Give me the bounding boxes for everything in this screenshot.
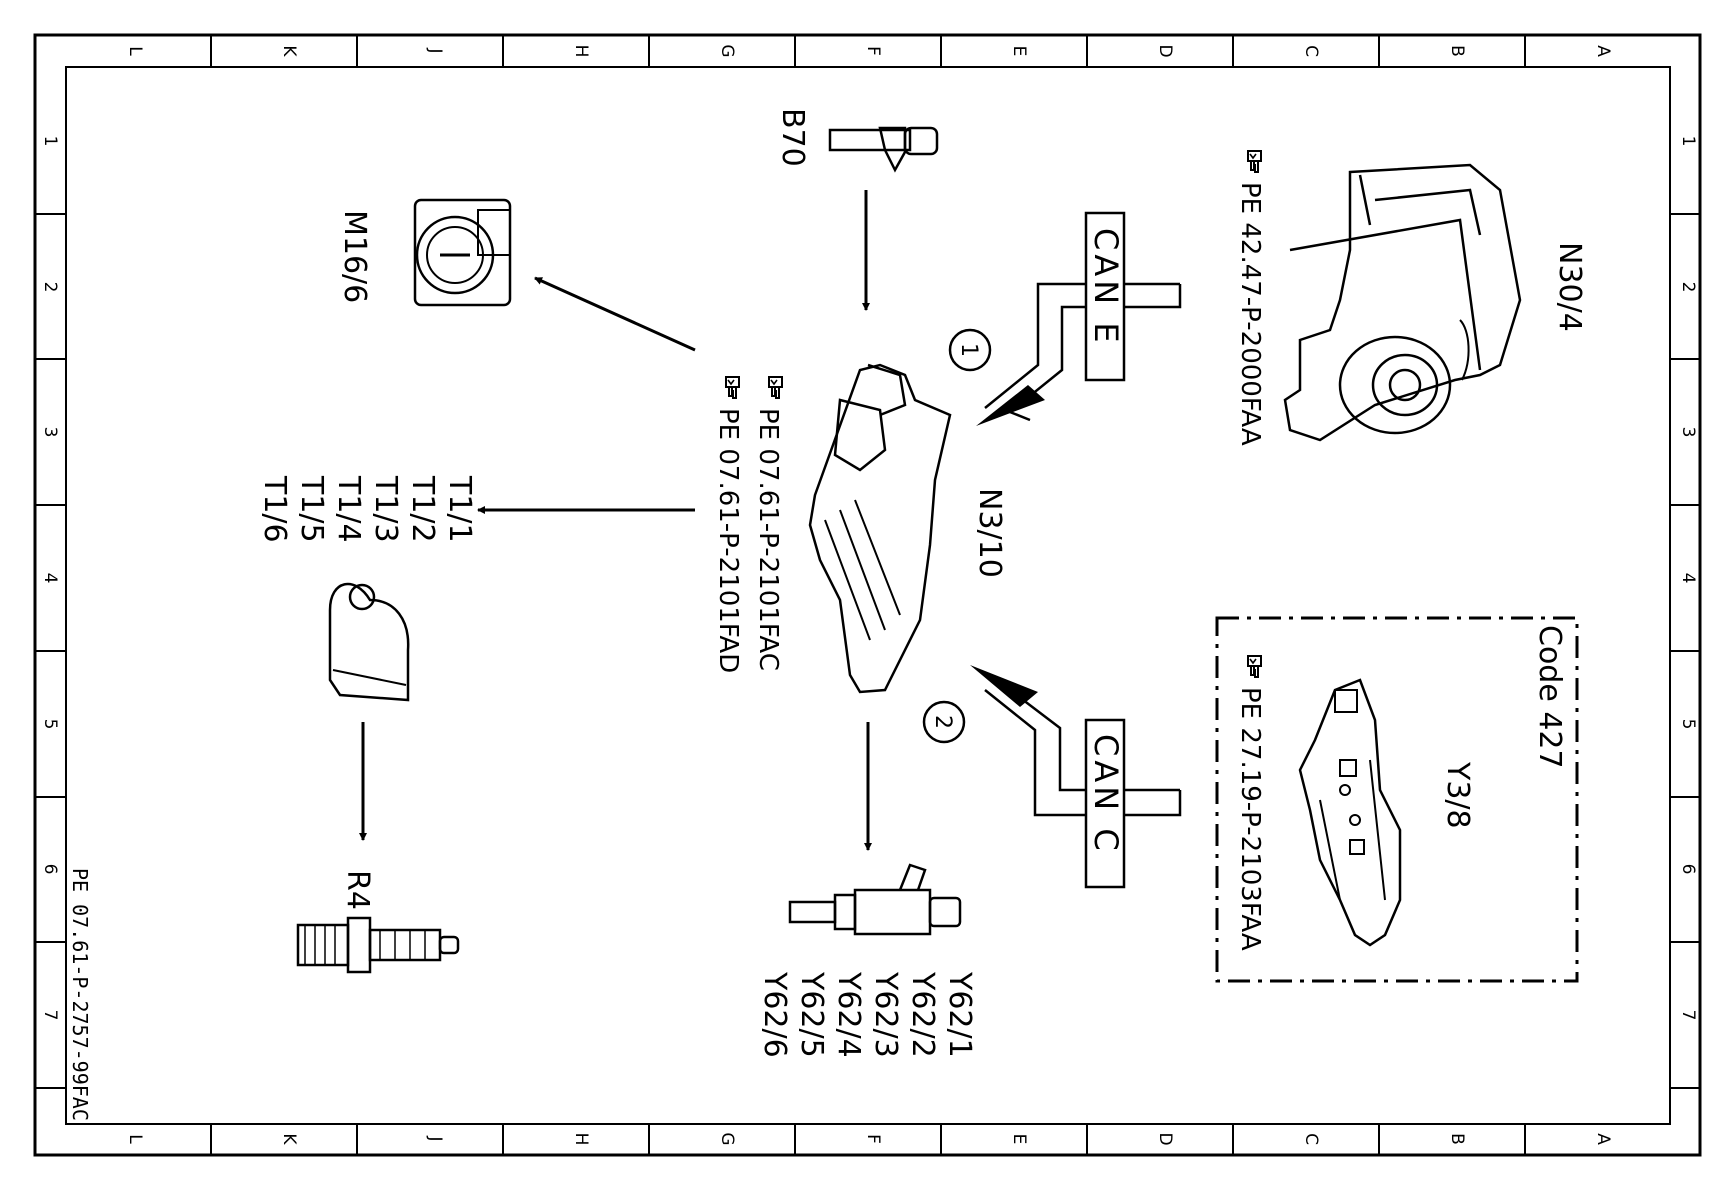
- b70-component: B70: [775, 108, 939, 311]
- column-labels-top: L K J H G F E D C B A: [125, 44, 1613, 57]
- col-label: D: [1155, 1132, 1175, 1145]
- row-label: 2: [40, 282, 60, 293]
- col-label: E: [1009, 1134, 1029, 1145]
- col-label: J: [425, 47, 445, 53]
- code-427-box: Code 427 Y3/8 PE 27.19-P-2103FAA: [1215, 616, 1579, 983]
- can-c-arrowhead: [970, 665, 1038, 707]
- row-label: 7: [1678, 1010, 1698, 1021]
- row-label: 4: [1678, 573, 1698, 584]
- row-label: 5: [1678, 719, 1698, 730]
- row-label: 7: [40, 1010, 60, 1021]
- y3-8-reference: PE 27.19-P-2103FAA: [1235, 655, 1265, 951]
- col-label: E: [1009, 46, 1029, 57]
- col-label: F: [863, 46, 883, 56]
- n30-4-reference: PE 42.47-P-2000FAA: [1235, 150, 1265, 446]
- y62-5-label: Y62/5: [794, 971, 829, 1058]
- col-label: L: [125, 46, 145, 56]
- col-label: H: [571, 1133, 591, 1146]
- row-labels: 1 2 3 4 5 6 7 1 2 3 4 5 6 7: [40, 136, 1698, 1021]
- col-label: C: [1301, 1133, 1321, 1145]
- y62-6-label: Y62/6: [757, 971, 792, 1058]
- col-label: J: [425, 1135, 445, 1141]
- col-label: B: [1447, 45, 1467, 57]
- col-label: K: [279, 1133, 299, 1145]
- r4-label: R4: [340, 870, 375, 910]
- col-label: G: [717, 44, 737, 57]
- col-label: H: [571, 45, 591, 58]
- t1-4-label: T1/4: [331, 475, 366, 543]
- can-c-box: [1084, 718, 1126, 889]
- marker-1-label: 1: [956, 343, 981, 357]
- n3-10-ref-2: PE 07.61-P-2101FAD: [713, 408, 743, 673]
- marker-1-circle: [948, 328, 992, 372]
- col-label: G: [717, 1132, 737, 1145]
- document-id: PE 07.61-P-2757-99FAC: [68, 868, 92, 1121]
- m16-6-label: M16/6: [337, 210, 372, 303]
- y62-outputs: Y62/1 Y62/2 Y62/3 Y62/4 Y62/5 Y62/6: [757, 722, 977, 1058]
- t1-2-label: T1/2: [405, 475, 440, 543]
- row-label: 1: [40, 136, 60, 147]
- r4-component: R4: [296, 870, 460, 974]
- n3-10-component: N3/10 PE 07.61-P-2101FAC PE 07.61-P-2101…: [713, 363, 1007, 694]
- column-dividers: [210, 35, 1526, 1155]
- row-label: 6: [40, 864, 60, 875]
- y3-8-component: [1298, 678, 1402, 947]
- n30-4-ref-text: PE 42.47-P-2000FAA: [1235, 182, 1265, 446]
- row-label: 1: [1678, 136, 1698, 147]
- n3-10-ref-1: PE 07.61-P-2101FAC: [753, 408, 783, 671]
- marker-2-circle: [922, 700, 966, 744]
- drawing-frame: [33, 33, 1702, 1157]
- col-label: L: [125, 1134, 145, 1144]
- col-label: A: [1593, 1133, 1613, 1145]
- n3-10-label: N3/10: [972, 488, 1007, 578]
- can-c-bus: CAN C 2: [922, 665, 1182, 889]
- col-label: C: [1301, 45, 1321, 57]
- b70-label: B70: [775, 108, 810, 167]
- hand-pointer-icon: [725, 376, 740, 399]
- t1-1-label: T1/1: [442, 475, 477, 543]
- col-label: K: [279, 45, 299, 57]
- can-e-box: [1084, 211, 1126, 382]
- n30-4-label: N30/4: [1552, 242, 1587, 332]
- can-c-label: CAN C: [1087, 734, 1125, 855]
- m16-6-arrow: [534, 276, 696, 352]
- t1-5-label: T1/5: [294, 475, 329, 543]
- y3-8-ref-text: PE 27.19-P-2103FAA: [1235, 687, 1265, 951]
- n3-10-references: PE 07.61-P-2101FAC PE 07.61-P-2101FAD: [713, 376, 783, 673]
- y62-1-label: Y62/1: [942, 971, 977, 1058]
- col-label: F: [863, 1134, 883, 1144]
- col-label: D: [1155, 44, 1175, 57]
- can-e-arrowhead: [976, 385, 1045, 426]
- y3-8-label: Y3/8: [1440, 761, 1475, 829]
- t1-3-label: T1/3: [368, 475, 403, 543]
- row-label: 3: [1678, 427, 1698, 438]
- y62-4-label: Y62/4: [831, 971, 866, 1058]
- column-labels-bottom: L K J H G F E D C B A: [125, 1132, 1613, 1145]
- m16-6-component: M16/6: [337, 198, 696, 352]
- hand-pointer-icon: [1247, 150, 1262, 173]
- row-label: 5: [40, 719, 60, 730]
- t1-6-label: T1/6: [257, 475, 292, 543]
- row-label: 3: [40, 427, 60, 438]
- row-label: 4: [40, 573, 60, 584]
- can-e-bus: CAN E 1: [948, 211, 1182, 426]
- marker-2-label: 2: [930, 715, 955, 729]
- t1-outputs: T1/1 T1/2 T1/3 T1/4 T1/5 T1/6: [257, 475, 695, 543]
- col-label: B: [1447, 1133, 1467, 1145]
- n30-4-component: N30/4 PE 42.47-P-2000FAA: [1235, 150, 1587, 446]
- hand-pointer-icon: [1247, 655, 1262, 678]
- ignition-coil: [328, 582, 410, 841]
- row-label: 6: [1678, 864, 1698, 875]
- col-label: A: [1593, 45, 1613, 57]
- row-label: 2: [1678, 282, 1698, 293]
- row-dividers: [35, 213, 1700, 1089]
- y62-3-label: Y62/3: [868, 971, 903, 1058]
- code-427-label: Code 427: [1532, 625, 1567, 769]
- hand-pointer-icon: [768, 376, 783, 399]
- y62-2-label: Y62/2: [905, 971, 940, 1058]
- can-e-label: CAN E: [1087, 228, 1125, 347]
